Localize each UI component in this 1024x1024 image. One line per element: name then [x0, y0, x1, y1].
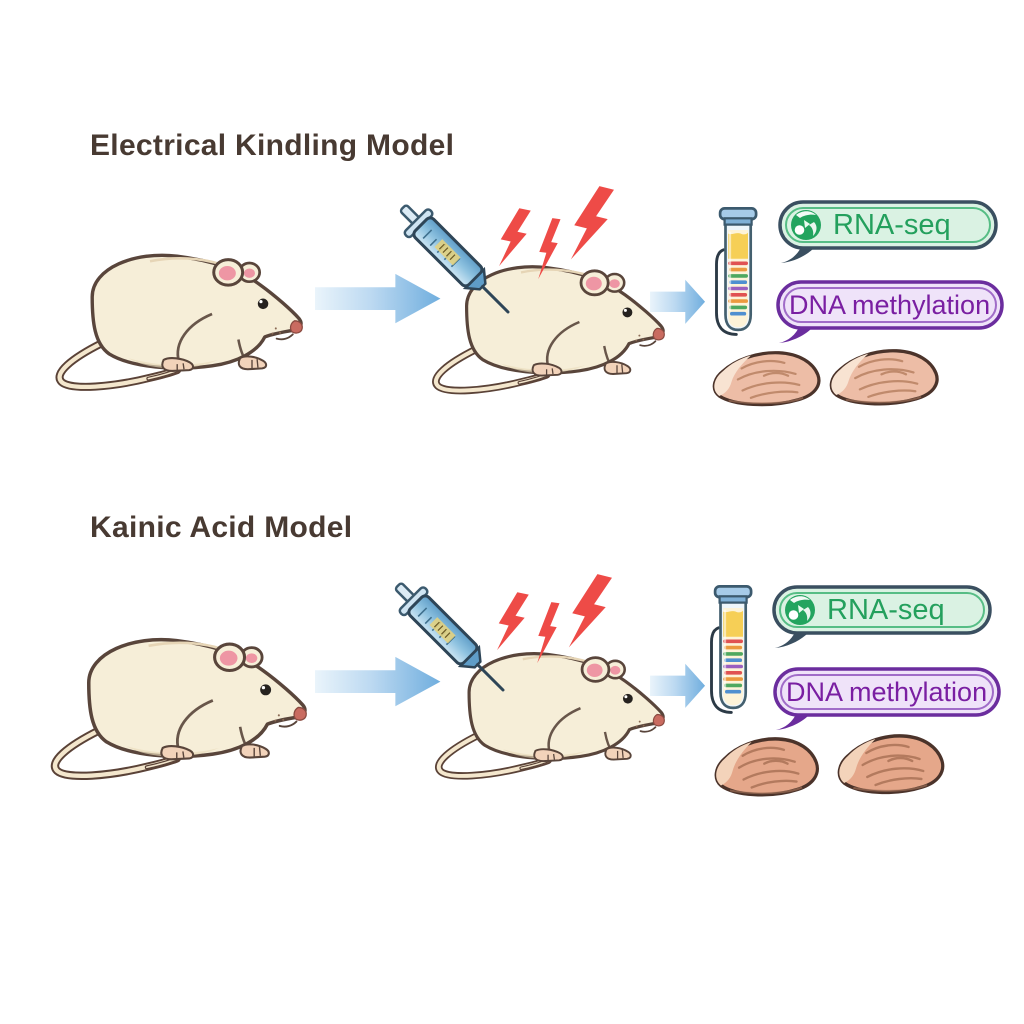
rna-seq-label: RNA-seq: [827, 594, 945, 626]
lightning-icon: [564, 570, 613, 654]
brain-icon: [837, 734, 945, 795]
lightning-icon: [493, 589, 530, 655]
flow-arrow-icon: [315, 273, 441, 324]
flow-arrow-icon: [650, 663, 706, 708]
brain-icon: [714, 737, 820, 797]
test-tube-icon: [714, 206, 758, 337]
rat-illustration: [55, 640, 306, 776]
flow-arrow-icon: [650, 279, 706, 324]
section-title-electrical-kindling: Electrical Kindling Model: [90, 129, 455, 162]
flow-arrow-icon: [315, 656, 441, 707]
rna-seq-label: RNA-seq: [833, 209, 951, 241]
lightning-icon: [566, 182, 615, 266]
brain-icon: [712, 351, 821, 407]
lightning-icon: [495, 205, 532, 271]
test-tube-icon: [709, 584, 753, 715]
rat-seizure-illustration: [439, 654, 665, 776]
rat-illustration: [60, 255, 303, 387]
brain-icon: [829, 349, 939, 406]
section-title-kainic-acid: Kainic Acid Model: [90, 511, 353, 544]
dna-methylation-label: DNA methylation: [786, 677, 988, 707]
dna-methylation-label: DNA methylation: [789, 290, 991, 320]
